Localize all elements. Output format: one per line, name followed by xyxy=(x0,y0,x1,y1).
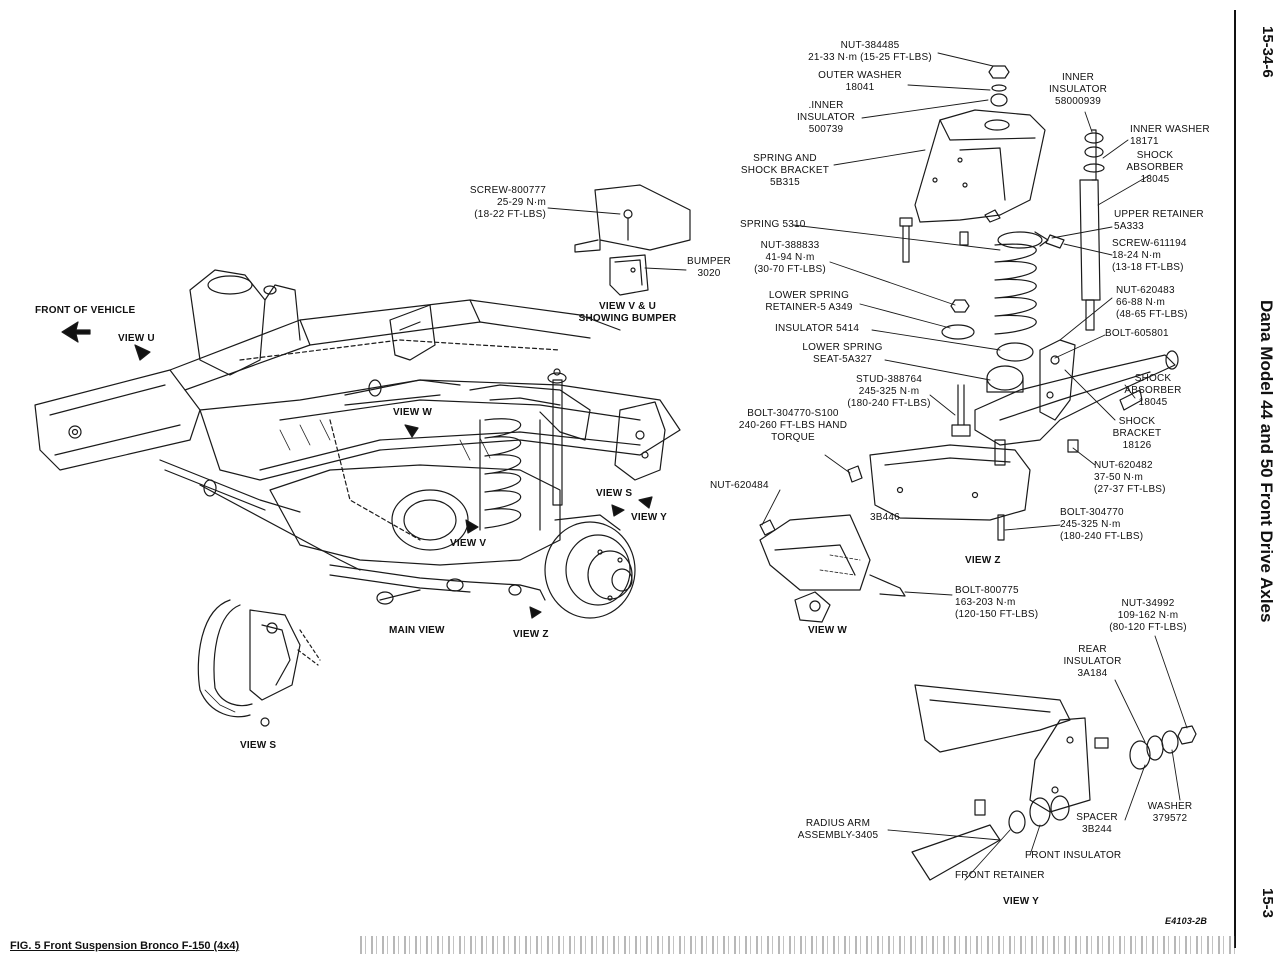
spacer-label: SPACER 3B244 xyxy=(1076,812,1118,835)
spring-label: SPRING 5310 xyxy=(740,219,806,230)
lower-spring-retainer-label: LOWER SPRING RETAINER-5 A349 xyxy=(765,290,853,313)
part-3b446-label: 3B446 xyxy=(870,512,900,523)
outer-washer-label: OUTER WASHER 18041 xyxy=(818,70,902,93)
screw-800777-label: SCREW-800777 25-29 N·m (18-22 FT-LBS) xyxy=(469,185,546,220)
nut-620482-label: NUT-620482 37-50 N·m (27-37 FT-LBS) xyxy=(1094,460,1166,495)
nut-34992-label: NUT-34992 109-162 N·m (80-120 FT-LBS) xyxy=(1109,598,1187,633)
stud-388764-label: STUD-388764 245-325 N·m (180-240 FT-LBS) xyxy=(847,374,931,409)
bolt-304770-s100-label: BOLT-304770-S100 240-260 FT-LBS HAND TOR… xyxy=(738,408,848,443)
nut-620483-label: NUT-620483 66-88 N·m (48-65 FT-LBS) xyxy=(1116,285,1188,320)
view-s-assembly xyxy=(197,599,321,727)
front-retainer-label: FRONT RETAINER xyxy=(955,870,1045,881)
inner-insulator-right-label: INNER INSULATOR 58000939 xyxy=(1048,72,1108,107)
view-z-assembly xyxy=(847,65,1179,541)
view-w-arrow xyxy=(404,424,419,438)
nut-384485-label: NUT-384485 21-33 N·m (15-25 FT-LBS) xyxy=(808,40,932,63)
figure-caption: FIG. 5 Front Suspension Bronco F-150 (4x… xyxy=(10,940,240,952)
view-w-label: VIEW W xyxy=(808,625,847,636)
bumper-label: BUMPER 3020 xyxy=(687,256,731,279)
view-z-label: VIEW Z xyxy=(965,555,1001,566)
view-vu-assembly xyxy=(574,184,691,296)
view-s-main-label: VIEW S xyxy=(596,488,633,499)
figure-code: E4103-2B xyxy=(1165,916,1208,926)
bolt-304770-label: BOLT-304770 245-325 N·m (180-240 FT-LBS) xyxy=(1060,507,1144,542)
view-y-label: VIEW Y xyxy=(1003,896,1040,907)
inner-insulator-left-label: .INNER INSULATOR 500739 xyxy=(796,100,856,135)
radius-arm-label: RADIUS ARM ASSEMBLY-3405 xyxy=(797,818,879,841)
front-direction-arrow xyxy=(61,321,91,343)
view-z-main-label: VIEW Z xyxy=(513,629,549,640)
nut-620484-label: NUT-620484 xyxy=(710,480,769,491)
bolt-800775-label: BOLT-800775 163-203 N·m (120-150 FT-LBS) xyxy=(955,585,1039,620)
scan-noise-strip xyxy=(360,936,1240,954)
front-insulator-label: FRONT INSULATOR xyxy=(1025,850,1122,861)
section-title: Dana Model 44 and 50 Front Drive Axles xyxy=(1257,300,1276,623)
page-number-top: 15-34-6 xyxy=(1259,26,1276,78)
view-s-label: VIEW S xyxy=(240,740,277,751)
insulator-5414-label: INSULATOR 5414 xyxy=(775,323,860,334)
main-view-label: MAIN VIEW xyxy=(389,625,445,636)
inner-washer-label: INNER WASHER 18171 xyxy=(1130,124,1210,147)
margin-rule xyxy=(1234,10,1236,948)
main-view-assembly xyxy=(34,269,681,619)
upper-retainer-label: UPPER RETAINER 5A333 xyxy=(1114,209,1204,232)
view-v-main-label: VIEW V xyxy=(450,538,487,549)
view-w-assembly xyxy=(759,514,906,623)
page-number-bottom: 15-3 xyxy=(1259,888,1276,919)
shock-absorber-top-label: SHOCK ABSORBER 18045 xyxy=(1126,150,1184,185)
front-of-vehicle-label: FRONT OF VEHICLE xyxy=(35,305,136,316)
shock-bracket-label: SHOCK BRACKET 18126 xyxy=(1112,416,1162,451)
nut-388833-label: NUT-388833 41-94 N·m (30-70 FT-LBS) xyxy=(754,240,826,275)
view-w-main-label: VIEW W xyxy=(393,407,432,418)
view-vu-label: VIEW V & U SHOWING BUMPER xyxy=(578,301,677,324)
rear-insulator-label: REAR INSULATOR 3A184 xyxy=(1063,644,1122,679)
lower-spring-seat-label: LOWER SPRING SEAT-5A327 xyxy=(802,342,883,365)
shock-absorber-mid-label: SHOCK ABSORBER 18045 xyxy=(1124,373,1182,408)
washer-label: WASHER 379572 xyxy=(1147,801,1193,824)
view-y-main-label: VIEW Y xyxy=(631,512,668,523)
screw-611194-label: SCREW-611194 18-24 N·m (13-18 FT-LBS) xyxy=(1112,238,1187,273)
view-y-assembly xyxy=(911,684,1197,881)
leader-lines xyxy=(547,52,1188,881)
view-u-label: VIEW U xyxy=(118,333,155,344)
spring-shock-bracket-label: SPRING AND SHOCK BRACKET 5B315 xyxy=(740,153,830,188)
bolt-605801-label: BOLT-605801 xyxy=(1105,328,1169,339)
